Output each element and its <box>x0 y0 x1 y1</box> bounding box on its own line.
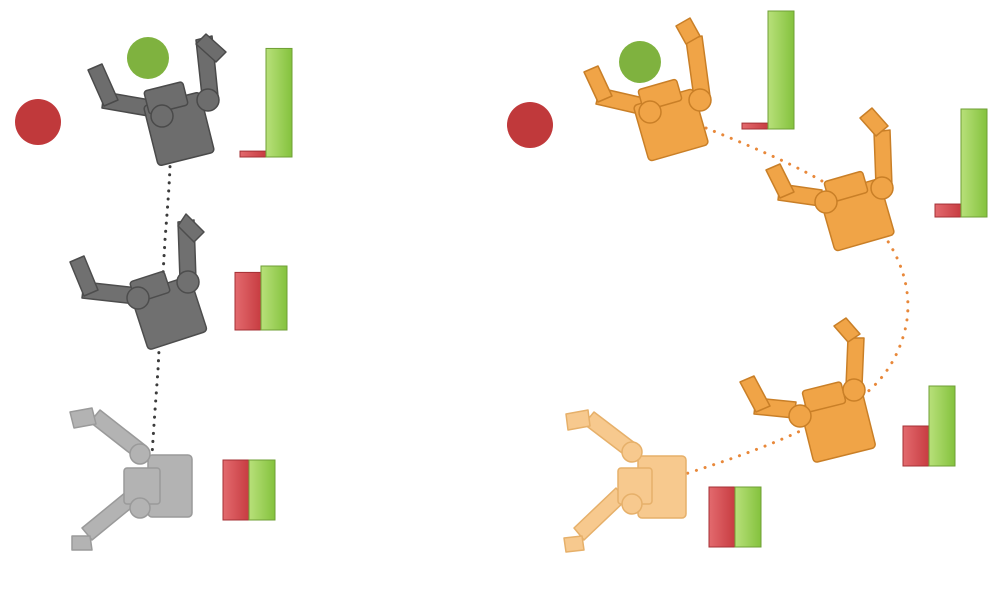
bars-left-3 <box>222 459 276 521</box>
robot-pose-left-1 <box>87 33 227 166</box>
green-bar <box>960 108 988 218</box>
green-bar <box>767 10 795 130</box>
bars-right-4 <box>708 486 762 548</box>
red-bar <box>234 271 262 331</box>
right-panel <box>507 10 988 553</box>
robot-pose-right-3 <box>739 317 876 463</box>
robot-pose-right-2 <box>765 107 895 252</box>
red-target-right <box>507 102 553 148</box>
green-bar <box>265 47 293 158</box>
bars-left-2 <box>234 265 288 331</box>
left-panel <box>15 33 293 551</box>
green-bar <box>248 459 276 521</box>
red-bar <box>239 150 267 158</box>
green-target-left <box>127 37 169 79</box>
robot-pose-right-1 <box>583 17 712 162</box>
green-target-right <box>619 41 661 83</box>
trajectory-right <box>658 126 910 484</box>
bars-right-1 <box>741 10 795 130</box>
red-bar <box>902 425 930 467</box>
red-target-left <box>15 99 61 145</box>
robot-pose-left-2 <box>69 213 208 350</box>
bars-left-1 <box>239 47 293 158</box>
green-bar <box>928 385 956 467</box>
red-bar <box>934 203 962 218</box>
robot-pose-right-4 <box>563 409 687 553</box>
bars-right-2 <box>934 108 988 218</box>
robot-pose-left-3 <box>69 407 193 551</box>
red-bar <box>741 122 769 130</box>
green-bar <box>734 486 762 548</box>
green-bar <box>260 265 288 331</box>
bars-right-3 <box>902 385 956 467</box>
red-bar <box>708 486 736 548</box>
red-bar <box>222 459 250 521</box>
